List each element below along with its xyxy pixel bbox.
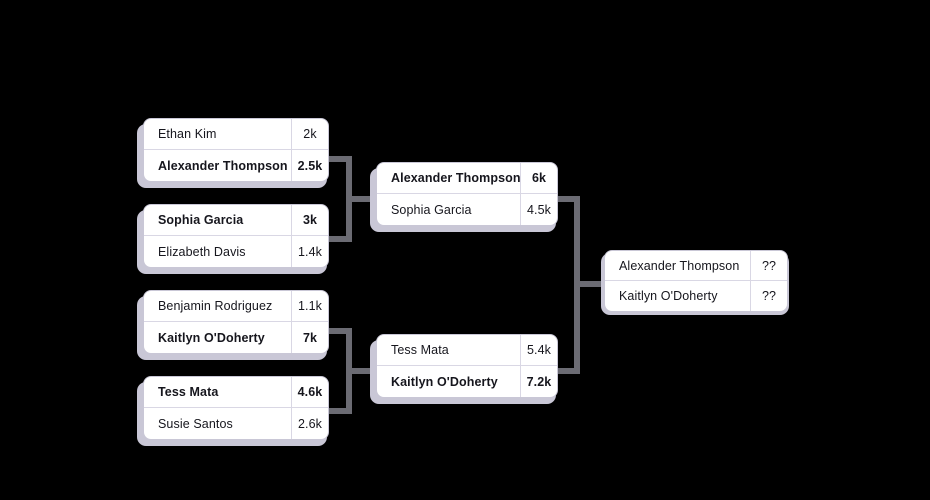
match-card-final[interactable]: Alexander Thompson ?? Kaitlyn O'Doherty … xyxy=(601,250,789,315)
player-name: Benjamin Rodriguez xyxy=(158,299,273,313)
player-name: Sophia Garcia xyxy=(391,202,472,217)
player-score: 3k xyxy=(291,205,328,235)
match-row[interactable]: Alexander Thompson 2.5k xyxy=(144,150,328,181)
match-row[interactable]: Kaitlyn O'Doherty 7.2k xyxy=(377,366,557,397)
player-score: 2k xyxy=(291,119,328,149)
player-score: 7k xyxy=(291,322,328,353)
player-score: ?? xyxy=(750,281,787,311)
player-name: Tess Mata xyxy=(391,343,449,357)
match-card-qf2[interactable]: Sophia Garcia 3k Elizabeth Davis 1.4k xyxy=(137,204,329,274)
connector-sf1-stub xyxy=(346,196,374,202)
player-score: 4.5k xyxy=(520,194,557,225)
player-score: 7.2k xyxy=(520,366,557,397)
player-score: 5.4k xyxy=(520,335,557,365)
connector-sf2-stub xyxy=(346,368,374,374)
player-name: Kaitlyn O'Doherty xyxy=(619,289,718,303)
match-row[interactable]: Benjamin Rodriguez 1.1k xyxy=(144,291,328,322)
connector-qf3-horizontal xyxy=(328,328,352,334)
match-row[interactable]: Tess Mata 4.6k xyxy=(144,377,328,408)
player-name: Alexander Thompson xyxy=(158,158,288,173)
player-score: 2.5k xyxy=(291,150,328,181)
match-row[interactable]: Ethan Kim 2k xyxy=(144,119,328,150)
match-row[interactable]: Alexander Thompson 6k xyxy=(377,163,557,194)
match-row[interactable]: Sophia Garcia 4.5k xyxy=(377,194,557,225)
match-card-qf1[interactable]: Ethan Kim 2k Alexander Thompson 2.5k xyxy=(137,118,329,188)
player-score: 1.1k xyxy=(291,291,328,321)
connector-qf1-horizontal xyxy=(328,156,352,162)
match-card-qf4[interactable]: Tess Mata 4.6k Susie Santos 2.6k xyxy=(137,376,329,446)
match-row[interactable]: Elizabeth Davis 1.4k xyxy=(144,236,328,267)
match-row[interactable]: Tess Mata 5.4k xyxy=(377,335,557,366)
player-name: Elizabeth Davis xyxy=(158,244,246,259)
match-row[interactable]: Sophia Garcia 3k xyxy=(144,205,328,236)
connector-final-stub xyxy=(574,281,602,287)
connector-qf2-horizontal xyxy=(328,236,352,242)
player-name: Sophia Garcia xyxy=(158,213,244,227)
connector-qf4-horizontal xyxy=(328,408,352,414)
match-row[interactable]: Kaitlyn O'Doherty 7k xyxy=(144,322,328,353)
connector-sf2-out-horizontal xyxy=(556,368,580,374)
player-name: Tess Mata xyxy=(158,385,219,399)
match-row[interactable]: Alexander Thompson ?? xyxy=(605,251,787,281)
player-score: 2.6k xyxy=(291,408,328,439)
player-name: Alexander Thompson xyxy=(619,258,740,273)
match-card-sf1[interactable]: Alexander Thompson 6k Sophia Garcia 4.5k xyxy=(370,162,558,232)
player-name: Kaitlyn O'Doherty xyxy=(391,374,498,389)
player-name: Alexander Thompson xyxy=(391,171,520,185)
player-name: Susie Santos xyxy=(158,416,233,431)
player-name: Ethan Kim xyxy=(158,127,217,141)
player-score: 1.4k xyxy=(291,236,328,267)
match-row[interactable]: Susie Santos 2.6k xyxy=(144,408,328,439)
player-score: ?? xyxy=(750,251,787,280)
match-row[interactable]: Kaitlyn O'Doherty ?? xyxy=(605,281,787,311)
player-name: Kaitlyn O'Doherty xyxy=(158,330,265,345)
player-score: 6k xyxy=(520,163,557,193)
player-score: 4.6k xyxy=(291,377,328,407)
connector-sf1-out-horizontal xyxy=(556,196,580,202)
match-card-qf3[interactable]: Benjamin Rodriguez 1.1k Kaitlyn O'Dohert… xyxy=(137,290,329,360)
match-card-sf2[interactable]: Tess Mata 5.4k Kaitlyn O'Doherty 7.2k xyxy=(370,334,558,404)
